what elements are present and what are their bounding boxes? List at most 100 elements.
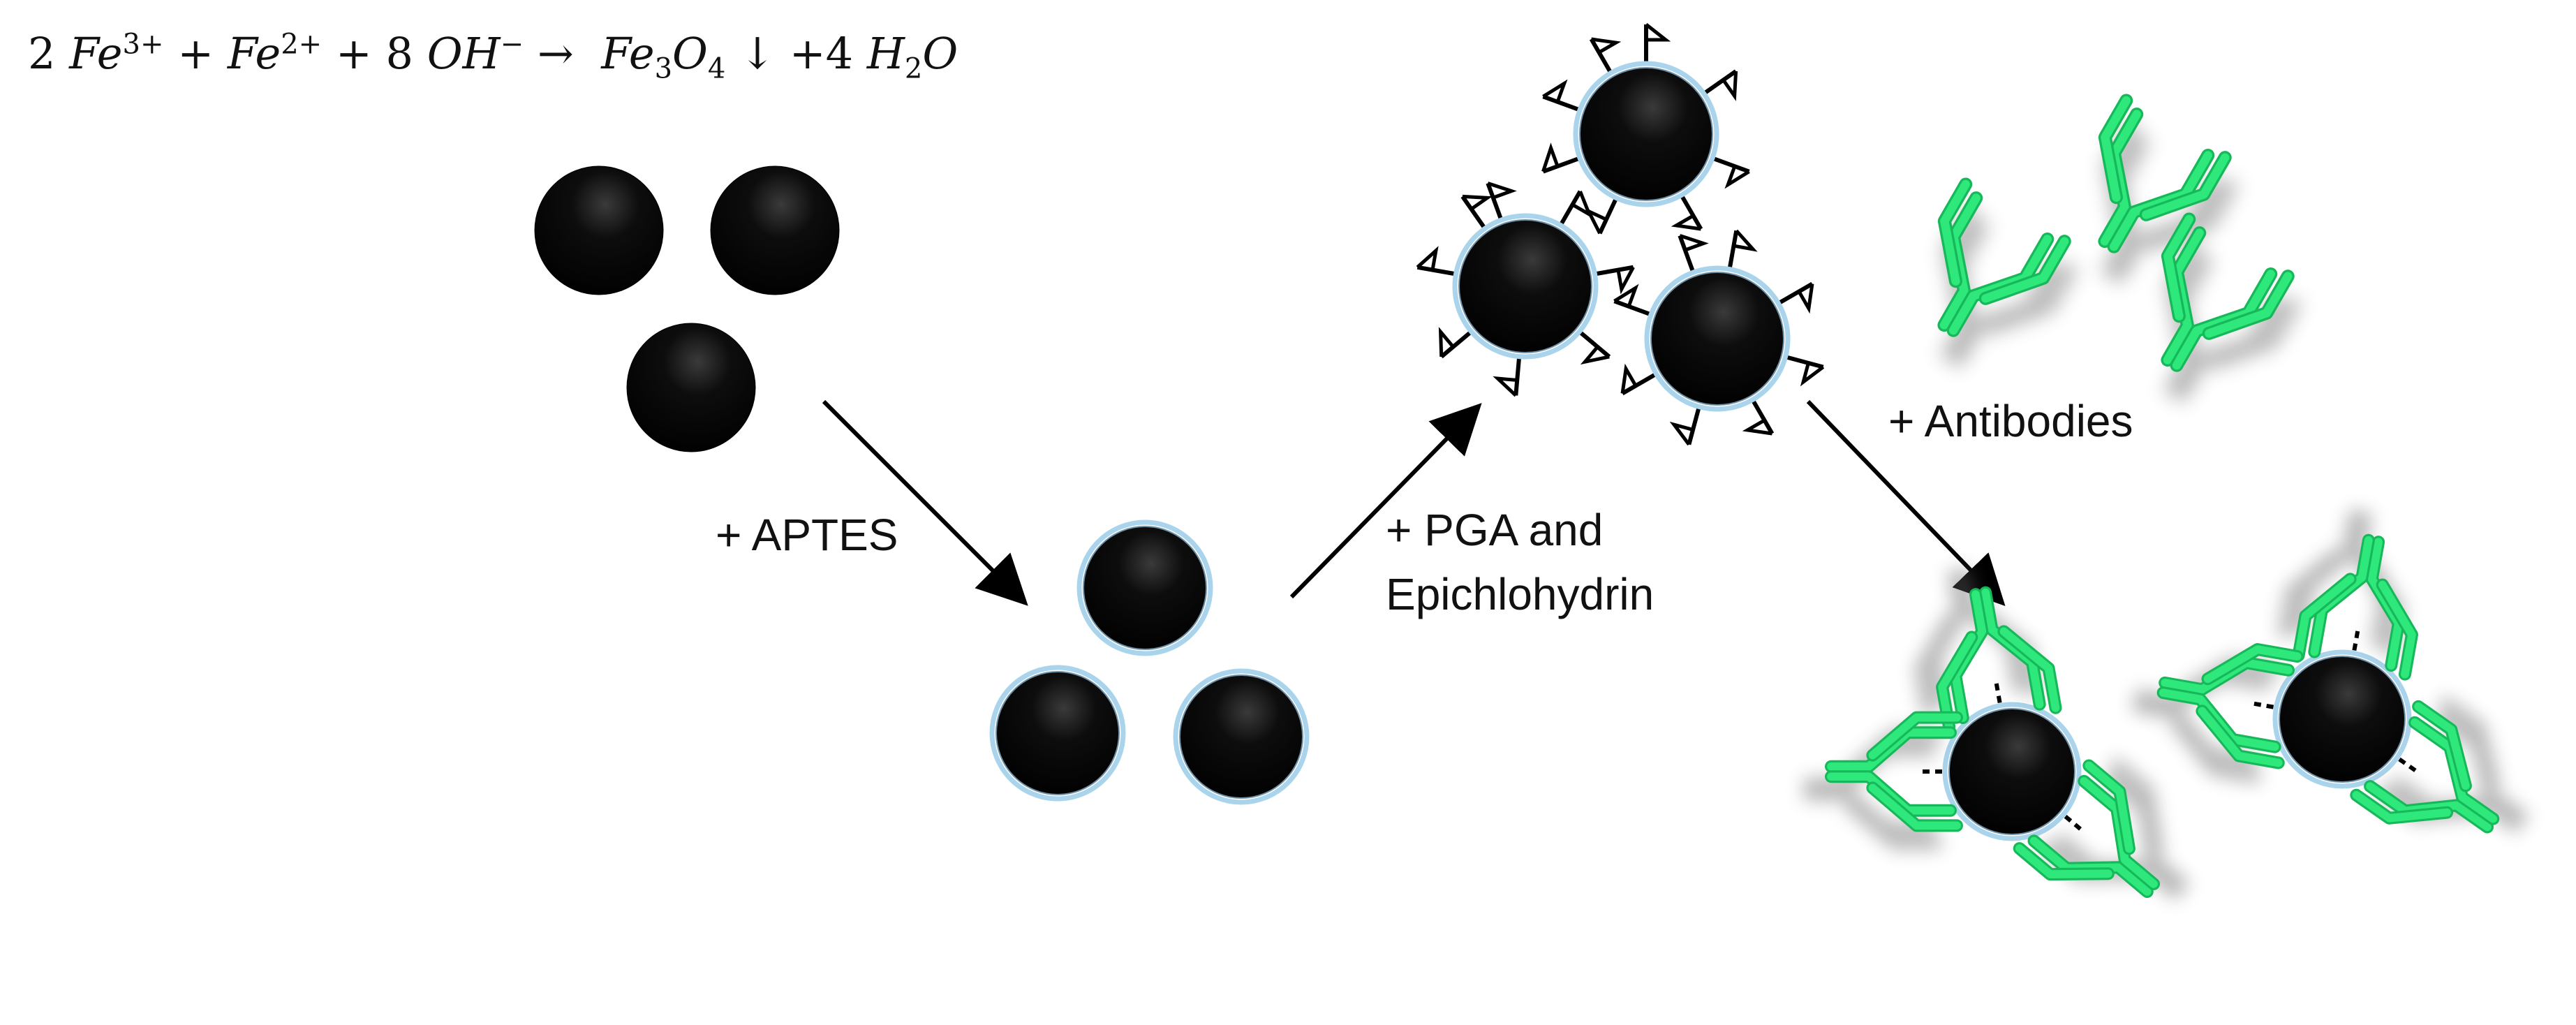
linker-triangle	[1724, 165, 1750, 189]
antibody-chain	[1868, 783, 1961, 830]
reaction-arrow	[1806, 399, 2006, 606]
aptes-label: + APTES	[716, 510, 898, 560]
antibody-conjugated-nanoparticle	[1942, 702, 2082, 841]
functionalized-nanoparticle	[1644, 265, 1791, 412]
linker-triangle	[1580, 346, 1610, 365]
iron-oxide-core	[710, 165, 840, 295]
linker-triangle	[1462, 194, 1493, 211]
antibody-chain	[2101, 96, 2131, 202]
bare-nanoparticle	[710, 165, 840, 295]
linker-stem	[1680, 195, 1703, 230]
antibody-chain	[2085, 761, 2133, 853]
linker-stem	[1578, 330, 1611, 359]
epoxy-linker-flag	[1703, 69, 1738, 101]
epoxy-linker-flag	[1578, 330, 1611, 365]
antibody-shadow-chain	[2438, 697, 2501, 791]
antibody-shadow-chain	[2110, 758, 2164, 856]
linker-triangle	[1613, 283, 1639, 307]
aptes-coated-nanoparticle	[1173, 668, 1310, 805]
coating-shell	[2272, 649, 2412, 789]
epoxy-linker-flag	[1786, 355, 1825, 387]
antibody-chain	[2163, 214, 2193, 320]
crosslink	[2352, 626, 2361, 651]
linker-stem	[1621, 372, 1657, 396]
linker-triangle	[1742, 418, 1772, 436]
linker-triangle	[1541, 142, 1560, 172]
antibody-shadow-chain	[2278, 547, 2344, 639]
crosslink	[2064, 814, 2086, 834]
epoxy-linker-flag	[1778, 281, 1814, 314]
epoxy-linker-flag	[1742, 399, 1775, 436]
linker-stem	[1542, 156, 1580, 174]
epoxy-linker-flag	[1493, 357, 1522, 397]
linker-triangle	[1722, 71, 1738, 101]
antibody-chain	[1868, 713, 1961, 760]
epoxy-linker-flag	[1727, 229, 1758, 269]
epoxy-linker-flag	[1620, 363, 1657, 396]
linker-stem	[1703, 69, 1738, 95]
antibodies-label: + Antibodies	[1888, 396, 2133, 446]
linker-stem	[1778, 281, 1814, 305]
bound-antibody	[1803, 711, 1964, 850]
coating-shell	[1173, 668, 1310, 805]
linker-triangle	[1645, 23, 1671, 42]
linker-stem	[1613, 299, 1651, 316]
linker-triangle	[1438, 327, 1455, 357]
epoxy-linker-flag	[1678, 234, 1709, 272]
antibody-chain	[1999, 627, 2060, 712]
antibody-chain	[1940, 179, 1970, 286]
linker-stem	[1712, 156, 1750, 174]
antibody-shadow-chain	[1844, 798, 1943, 850]
crosslink	[1993, 678, 2002, 704]
reaction-arrow	[822, 399, 1028, 606]
aptes-coated-nanoparticle	[989, 665, 1126, 802]
antibody-conjugated-nanoparticle	[2272, 649, 2412, 789]
linker-stem	[1751, 399, 1775, 435]
free-antibody	[1937, 177, 2077, 367]
antibody-shadow-chain	[2206, 297, 2300, 370]
linker-stem	[1542, 94, 1580, 112]
antibody-chain	[2205, 272, 2293, 338]
linker-stem	[1786, 355, 1824, 369]
antibody-shadow-chain	[2170, 717, 2262, 783]
antibody-chain	[2294, 575, 2355, 660]
epoxy-linker-flag	[1486, 182, 1517, 220]
linker-stem	[1439, 330, 1472, 359]
iron-oxide-core	[1948, 708, 2075, 835]
bare-nanoparticle	[626, 323, 756, 452]
epoxy-linker-flag	[1595, 265, 1635, 295]
linker-triangle	[1487, 182, 1517, 200]
linker-triangle	[1542, 79, 1568, 103]
linker-triangle	[1733, 229, 1758, 252]
linker-triangle	[1800, 362, 1825, 387]
epoxy-linker-flag	[1712, 156, 1750, 189]
bound-antibody	[2132, 643, 2304, 783]
linker-stem	[1559, 190, 1583, 226]
antibody-chain	[2198, 707, 2283, 767]
pga-label-line1: + PGA and	[1386, 505, 1604, 555]
reaction-equation: 2 Fe3+ + Fe2+ + 8 OH− → Fe3O4 ↓ +4 H2O	[28, 28, 958, 85]
coating-shell	[1573, 61, 1719, 207]
antibody-shadow-chain	[1983, 263, 2077, 335]
antibody-chain	[2015, 844, 2112, 878]
epoxy-linker-flag	[1585, 198, 1618, 235]
epoxy-linker-flag	[1541, 142, 1580, 174]
antibody-chain	[2142, 153, 2230, 219]
functionalized-nanoparticle	[1573, 61, 1719, 207]
linker-triangle	[1620, 363, 1638, 394]
bound-antibody	[1914, 568, 2062, 733]
reaction-arrow	[1289, 403, 1482, 599]
linker-stem	[1597, 198, 1618, 235]
linker-stem	[1460, 195, 1486, 229]
linker-stem	[1513, 357, 1522, 396]
linker-triangle	[1571, 191, 1593, 219]
antibody-chain	[2352, 790, 2451, 823]
antibody-shadow-chain	[2143, 179, 2237, 251]
linker-stem	[1486, 182, 1503, 220]
antibody-shadow-chain	[1914, 612, 1958, 716]
epoxy-linker-flag	[1669, 407, 1701, 446]
bare-nanoparticle	[534, 165, 664, 295]
free-antibody	[2161, 212, 2300, 401]
